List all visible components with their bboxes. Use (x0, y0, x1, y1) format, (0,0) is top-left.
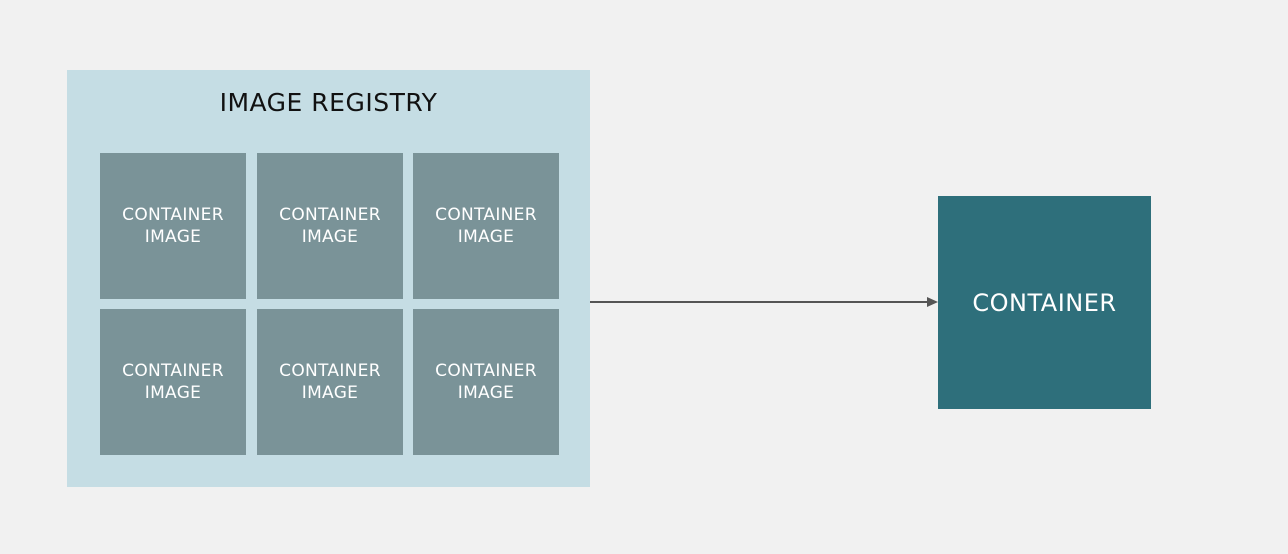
registry-title: IMAGE REGISTRY (219, 88, 438, 117)
image-label-line2: IMAGE (457, 383, 515, 403)
image-label-line2: IMAGE (301, 227, 359, 247)
image-label-line2: IMAGE (301, 383, 359, 403)
container-image-tile: CONTAINER IMAGE (257, 153, 403, 299)
pull-arrow (590, 297, 938, 307)
image-label-line1: CONTAINER (279, 205, 381, 225)
container-image-tile: CONTAINER IMAGE (413, 309, 559, 455)
image-label-line1: CONTAINER (279, 361, 381, 381)
image-registry: IMAGE REGISTRY CONTAINER IMAGE CONTAINER… (67, 70, 590, 487)
image-label-line2: IMAGE (144, 383, 202, 403)
container-image-tile: CONTAINER IMAGE (413, 153, 559, 299)
arrow-head-icon (927, 297, 938, 307)
container-box: CONTAINER (938, 196, 1151, 409)
container-label: CONTAINER (972, 288, 1117, 317)
container-image-tile: CONTAINER IMAGE (100, 153, 246, 299)
image-label-line1: CONTAINER (435, 361, 537, 381)
image-label-line1: CONTAINER (122, 205, 224, 225)
image-label-line2: IMAGE (144, 227, 202, 247)
image-label-line1: CONTAINER (122, 361, 224, 381)
container-image-tile: CONTAINER IMAGE (100, 309, 246, 455)
image-label-line2: IMAGE (457, 227, 515, 247)
container-image-tile: CONTAINER IMAGE (257, 309, 403, 455)
image-label-line1: CONTAINER (435, 205, 537, 225)
